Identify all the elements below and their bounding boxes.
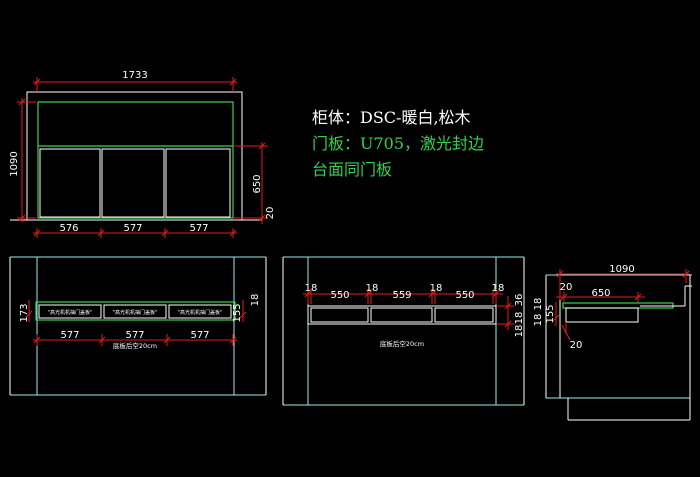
middle-dim-6: 18 (492, 283, 505, 294)
lower-left-dim: 173 (19, 303, 30, 322)
middle-base-note: 底板后空20cm (380, 339, 424, 348)
side-drawer (565, 307, 639, 323)
middle-countertop (307, 305, 497, 325)
side-depth-label: 1090 (609, 264, 634, 275)
side-bottom-label: 20 (570, 340, 583, 351)
front-door-3 (165, 148, 231, 218)
side-top-mid-label: 650 (591, 288, 610, 299)
middle-dim-3: 559 (392, 290, 411, 301)
side-top-left-label: 20 (560, 282, 573, 293)
middle-side-dim-a: 36 (514, 294, 525, 307)
dim-door-1-label: 576 (59, 223, 78, 234)
front-outer-frame (26, 91, 243, 221)
drawer-1 (38, 304, 102, 319)
middle-dim-0: 18 (305, 283, 318, 294)
dim-door-height-label: 650 (252, 174, 263, 193)
middle-compartment-1 (310, 307, 369, 323)
front-view: 1733 1090 650 20 576 577 577 (9, 70, 276, 238)
drawer-2-note: "高光机机抽门盖板" (113, 309, 158, 316)
front-door-1 (39, 148, 101, 218)
middle-dim-4: 18 (430, 283, 443, 294)
lower-front-view: "高光机机抽门盖板" "高光机机抽门盖板" "高光机机抽门盖板" 173 155… (9, 256, 267, 396)
dim-door-3-label: 577 (189, 223, 208, 234)
dim-height-label: 1090 (9, 151, 20, 176)
front-door-2 (101, 148, 165, 218)
middle-dim-2: 18 (366, 283, 379, 294)
spec-cabinet-body: 柜体：DSC-暖白,松木 (312, 108, 471, 127)
lower-right-dim-b: 18 (250, 294, 261, 307)
side-left-label: 155 (545, 304, 556, 323)
dim-width-label: 1733 (122, 70, 147, 81)
middle-side-dim-c: 18 (514, 325, 525, 338)
drawer-2 (103, 304, 167, 319)
side-right-dim-b: 18 (533, 314, 544, 327)
drawer-1-note: "高光机机抽门盖板" (48, 309, 93, 316)
side-view: 1090 20 650 155 20 18 18 (533, 264, 692, 421)
lower-countertop (35, 301, 236, 321)
middle-dim-1: 550 (330, 290, 349, 301)
middle-compartment-3 (434, 307, 494, 323)
dim-door-2-label: 577 (123, 223, 142, 234)
spec-door-panel: 门板：U705，激光封边 (312, 134, 485, 153)
spec-countertop: 台面同门板 (312, 160, 393, 179)
drawer-3 (168, 304, 232, 319)
middle-side-dim-b: 18 (514, 312, 525, 325)
side-right-dim-a: 18 (533, 298, 544, 311)
middle-compartment-2 (370, 307, 433, 323)
lower-dim-2-label: 577 (125, 330, 144, 341)
front-cabinet-body (37, 101, 234, 219)
drawer-3-note: "高光机机抽门盖板" (178, 309, 223, 316)
middle-dim-5: 550 (455, 290, 474, 301)
middle-view: 18 550 18 559 18 550 18 36 18 18 底板后空20c… (282, 256, 525, 406)
lower-dim-1-label: 577 (60, 330, 79, 341)
lower-right-dim-a: 155 (232, 303, 243, 322)
lower-dim-3-label: 577 (190, 330, 209, 341)
lower-base-note: 底板后空20cm (113, 341, 157, 350)
dim-base-label: 20 (265, 207, 276, 220)
